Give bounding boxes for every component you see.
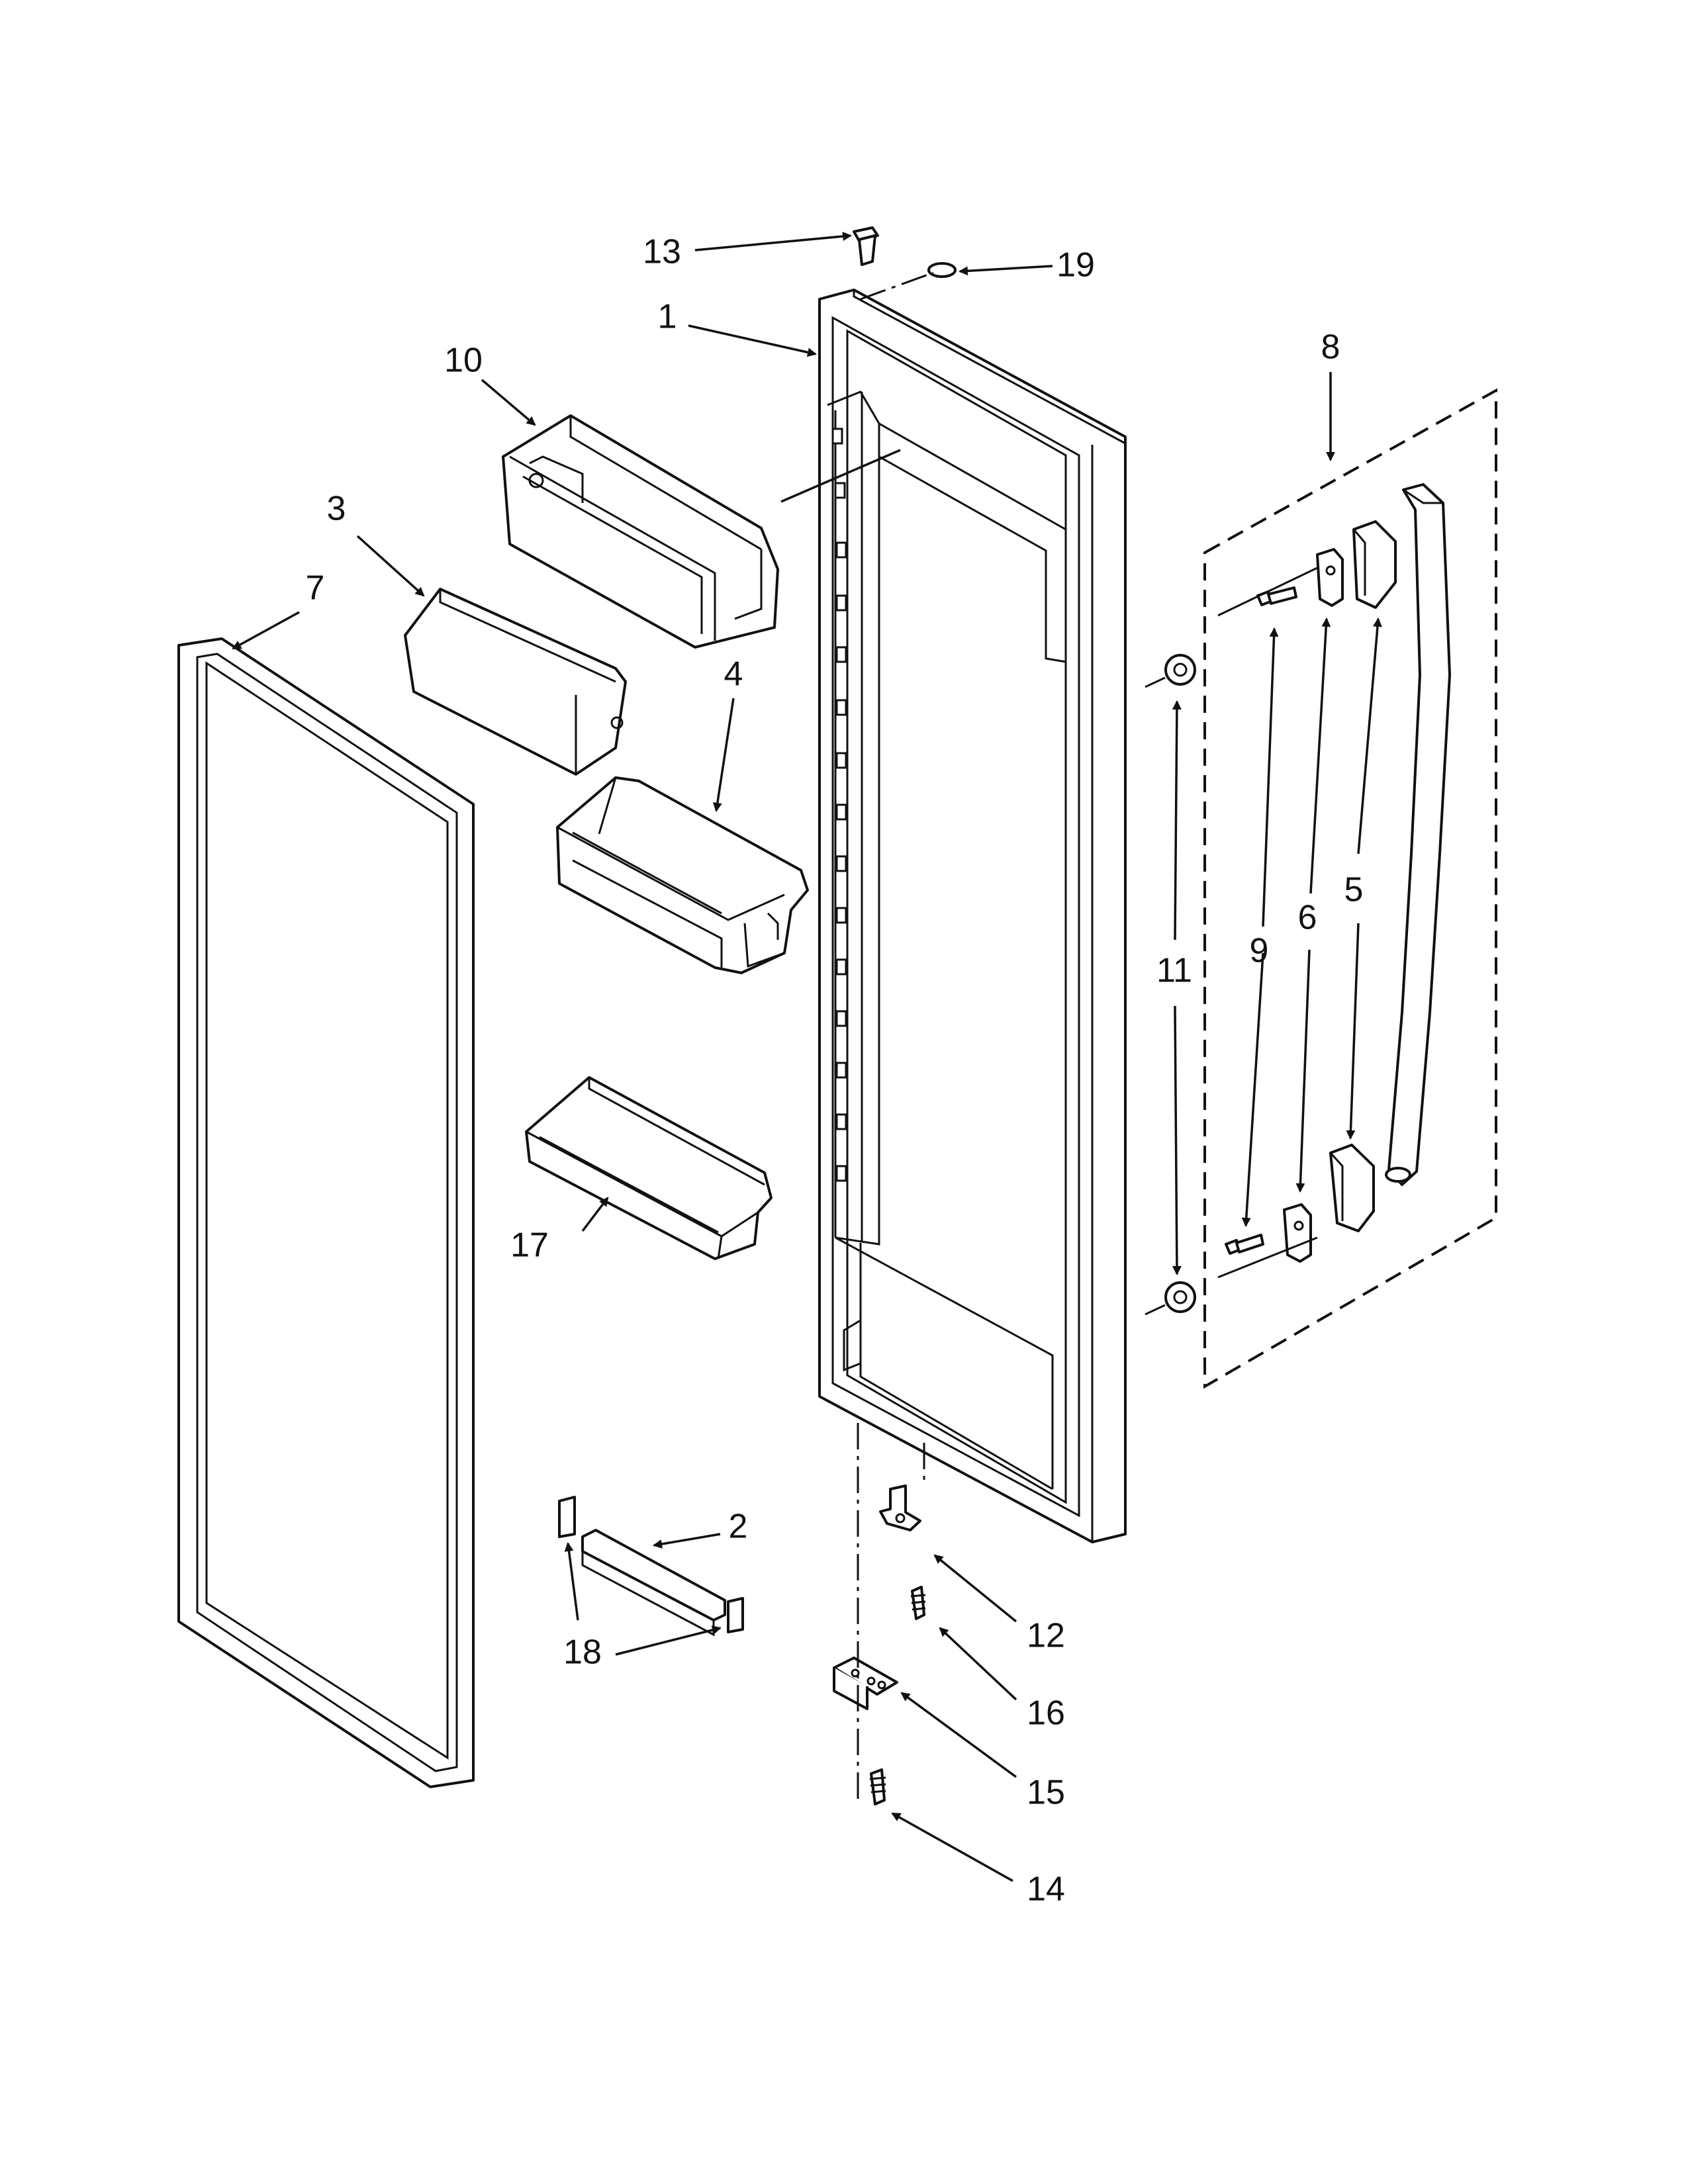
part-handle-mount-bracket-bottom <box>1283 1203 1312 1263</box>
callout-5: 5 <box>1344 871 1364 909</box>
callout-7: 7 <box>306 569 325 608</box>
part-hinge-screw-upper <box>910 1586 926 1620</box>
part-handle-end-cap-top <box>1352 520 1397 609</box>
part-handle-screw-top <box>1256 586 1297 606</box>
door-shelf-slots <box>831 428 847 1182</box>
part-hinge-bushing <box>853 226 879 266</box>
callout-17: 17 <box>510 1226 549 1265</box>
part-door-gasket <box>177 637 475 1788</box>
callout-2: 2 <box>729 1508 748 1546</box>
callout-16: 16 <box>1027 1694 1065 1733</box>
callout-14: 14 <box>1027 1870 1065 1909</box>
top-hinge-axis-line <box>860 271 934 300</box>
part-door-bin-lower <box>525 1076 773 1260</box>
callout-3: 3 <box>327 490 346 528</box>
handle-screw-axis-top <box>1217 567 1318 617</box>
part-handle-stud-bottom <box>1145 1281 1196 1316</box>
part-handle-mount-bracket-top <box>1316 548 1344 607</box>
part-lower-hinge <box>833 1657 898 1710</box>
part-handle-screw-bottom <box>1225 1234 1264 1255</box>
callout-11: 11 <box>1156 952 1192 990</box>
callout-12: 12 <box>1027 1617 1065 1655</box>
part-dairy-compartment <box>502 414 779 649</box>
callout-15: 15 <box>1027 1774 1065 1812</box>
callout-1: 1 <box>658 298 677 336</box>
part-handle-stud-top <box>1145 654 1196 688</box>
handle-screw-axis-bottom <box>1217 1236 1318 1279</box>
callout-19: 19 <box>1056 246 1095 285</box>
part-dairy-door <box>404 588 627 776</box>
part-refrigerator-door <box>818 289 1127 1543</box>
callout-labels: 13 19 1 10 8 3 7 4 5 6 9 11 17 2 18 12 1… <box>306 233 1364 1909</box>
callout-13: 13 <box>643 233 681 271</box>
part-handle-end-cap-bottom <box>1329 1144 1375 1232</box>
callout-4: 4 <box>724 655 743 694</box>
hinge-axis-line <box>857 1423 925 1800</box>
callout-6: 6 <box>1298 899 1317 937</box>
callout-10: 10 <box>444 341 483 380</box>
part-hinge-screw-lower <box>869 1768 886 1805</box>
leader-lines <box>232 232 1382 1882</box>
part-door-trim <box>581 1529 726 1637</box>
part-hinge-plug <box>927 262 957 278</box>
callout-9: 9 <box>1250 932 1269 970</box>
part-trim-end-cap-top <box>558 1496 576 1538</box>
part-trim-end-cap-bottom <box>727 1597 744 1633</box>
callout-8: 8 <box>1321 328 1340 367</box>
handle-kit-outline <box>1203 388 1497 1389</box>
part-door-bin-upper <box>556 776 809 974</box>
part-door-handle <box>1385 483 1451 1186</box>
callout-18: 18 <box>563 1633 602 1672</box>
part-hinge-pin-bracket <box>879 1484 921 1531</box>
